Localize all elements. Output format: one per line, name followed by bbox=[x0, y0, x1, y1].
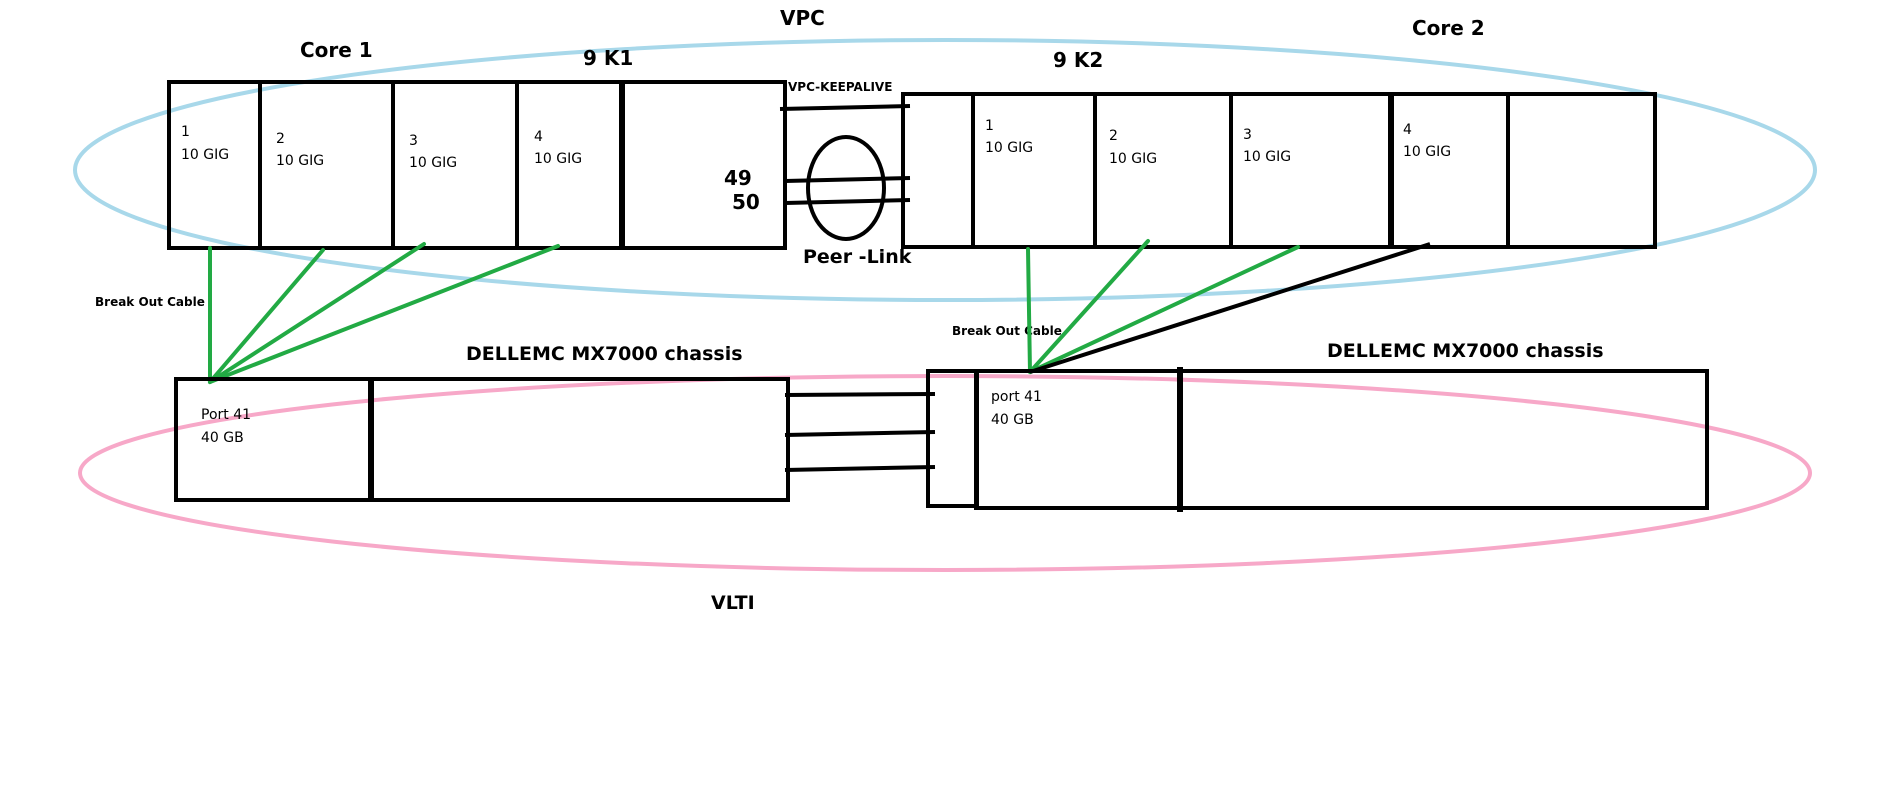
chassis-right-label: DELLEMC MX7000 chassis bbox=[1327, 340, 1604, 362]
core1-label: Core 1 bbox=[300, 38, 373, 62]
breakout-right-label: Break Out Cable bbox=[952, 324, 1062, 338]
switch1-port1-num: 1 bbox=[181, 124, 190, 140]
switch2-port2-speed: 10 GIG bbox=[1109, 151, 1157, 167]
breakout-cable bbox=[208, 242, 426, 384]
switch2-port3-speed: 10 GIG bbox=[1243, 149, 1291, 165]
breakout-cables-left bbox=[208, 242, 560, 384]
switch2-label: 9 K2 bbox=[1053, 48, 1103, 72]
chassis-right-port-speed: 40 GB bbox=[991, 412, 1034, 428]
peer-link-circle bbox=[806, 135, 886, 241]
peer-link-cable-2 bbox=[784, 198, 911, 205]
chassis-right-port-name: port 41 bbox=[991, 389, 1042, 405]
vlti-label: VLTI bbox=[711, 592, 755, 614]
switch2-port1-num: 1 bbox=[985, 118, 994, 134]
chassis-left-port-name: Port 41 bbox=[201, 407, 251, 423]
vlti-ellipse bbox=[78, 374, 1812, 572]
peer-link-cable-1 bbox=[784, 176, 911, 183]
breakout-cable bbox=[208, 244, 560, 384]
chassis-right: port 41 40 GB bbox=[926, 367, 1709, 512]
switch1-frame bbox=[167, 80, 787, 250]
vlti-link-1 bbox=[784, 392, 936, 397]
chassis-left-frame bbox=[174, 377, 790, 502]
switch2: 1 10 GIG 2 10 GIG 3 10 GIG 4 10 GIG bbox=[901, 92, 1657, 249]
chassis-left: Port 41 40 GB bbox=[174, 377, 790, 502]
switch1-port3-speed: 10 GIG bbox=[409, 155, 457, 171]
breakout-cable-black bbox=[1029, 242, 1431, 374]
keepalive-label: VPC-KEEPALIVE bbox=[788, 80, 892, 94]
vlti-link-3 bbox=[784, 465, 936, 472]
switch1-port4-speed: 10 GIG bbox=[534, 151, 582, 167]
port49-label: 49 bbox=[724, 166, 752, 190]
switch2-port4-num: 4 bbox=[1403, 122, 1412, 138]
breakout-cable bbox=[1028, 245, 1300, 374]
breakout-cable bbox=[208, 248, 325, 384]
switch2-port2-num: 2 bbox=[1109, 128, 1118, 144]
switch2-port4-speed: 10 GIG bbox=[1403, 144, 1451, 160]
chassis-right-front bbox=[926, 369, 979, 508]
switch1-port4-num: 4 bbox=[534, 129, 543, 145]
vpc-label: VPC bbox=[780, 6, 825, 30]
vlti-link-2 bbox=[784, 430, 936, 437]
breakout-cable bbox=[1026, 247, 1032, 374]
vpc-ellipse bbox=[73, 38, 1817, 302]
switch1-port3-num: 3 bbox=[409, 133, 418, 149]
breakout-cable bbox=[1028, 239, 1150, 374]
chassis-right-frame bbox=[974, 369, 1709, 510]
switch1-port2-speed: 10 GIG bbox=[276, 153, 324, 169]
switch1: 1 10 GIG 2 10 GIG 3 10 GIG 4 10 GIG 49 5… bbox=[167, 80, 787, 250]
chassis-left-port-speed: 40 GB bbox=[201, 430, 244, 446]
switch2-frame bbox=[901, 92, 1657, 249]
switch1-port1-speed: 10 GIG bbox=[181, 147, 229, 163]
chassis-left-label: DELLEMC MX7000 chassis bbox=[466, 343, 743, 365]
port50-label: 50 bbox=[732, 190, 760, 214]
peer-link-label: Peer -Link bbox=[803, 246, 912, 268]
switch2-port3-num: 3 bbox=[1243, 127, 1252, 143]
core2-label: Core 2 bbox=[1412, 16, 1485, 40]
keepalive-link bbox=[779, 104, 911, 111]
switch1-port2-num: 2 bbox=[276, 131, 285, 147]
switch2-port1-speed: 10 GIG bbox=[985, 140, 1033, 156]
breakout-left-label: Break Out Cable bbox=[95, 295, 205, 309]
switch1-label: 9 K1 bbox=[583, 46, 633, 70]
breakout-cables-right bbox=[1026, 239, 1431, 374]
